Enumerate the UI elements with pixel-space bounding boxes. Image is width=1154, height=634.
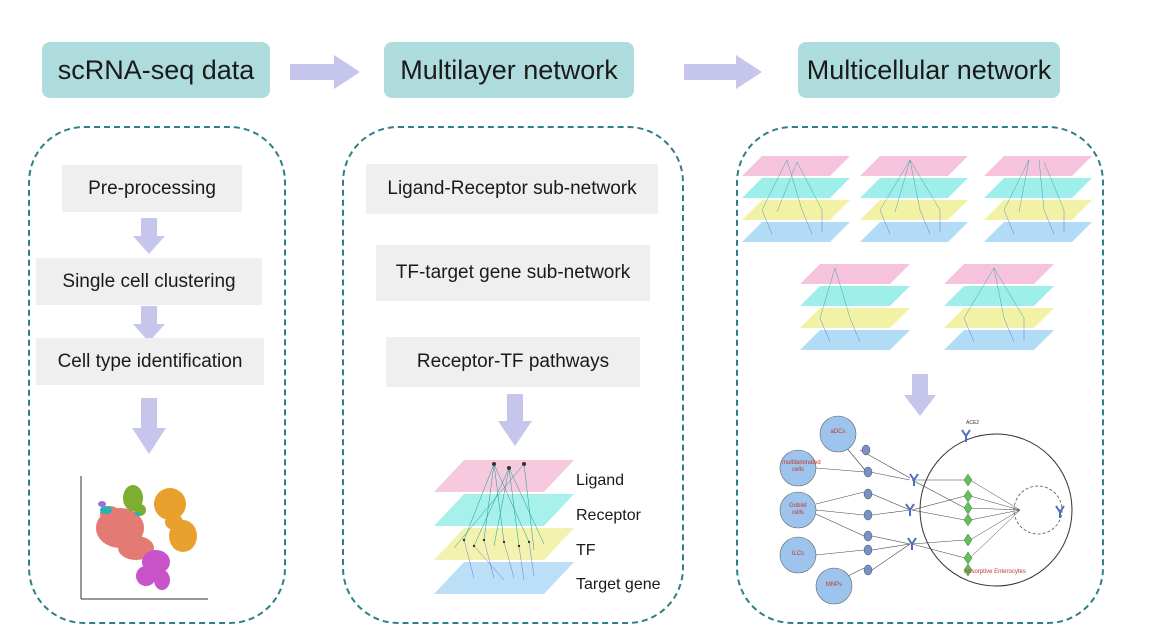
multicellular-network-diagram bbox=[779, 415, 1073, 605]
step-receptor-tf-pathways: Receptor-TF pathways bbox=[386, 337, 640, 387]
cell-label: Goblet cells bbox=[789, 503, 807, 516]
cell-node bbox=[815, 567, 853, 605]
step-ligand-receptor-subnetwork: Ligand-Receptor sub-network bbox=[366, 164, 658, 214]
header-multicellular-network: Multicellular network bbox=[798, 42, 1060, 98]
panel-multicellular-network bbox=[736, 126, 1104, 624]
cell-label: multilaminated cells bbox=[782, 460, 821, 473]
target-cell-label: Absorptive Enterocytes bbox=[964, 569, 1026, 575]
header-label: Multilayer network bbox=[400, 54, 618, 85]
down-arrow-icon bbox=[132, 398, 166, 454]
step-label: Pre-processing bbox=[88, 177, 216, 199]
header-scrna-seq-data: scRNA-seq data bbox=[42, 42, 270, 98]
multilayer-thumbnail bbox=[800, 264, 910, 350]
step-label: Single cell clustering bbox=[62, 270, 236, 292]
cell-node bbox=[779, 449, 817, 487]
multilayer-thumbnail bbox=[860, 156, 968, 242]
layer-label-tf: TF bbox=[576, 542, 596, 559]
down-arrow-icon bbox=[133, 218, 165, 254]
step-pre-processing: Pre-processing bbox=[62, 165, 242, 212]
right-arrow-icon bbox=[290, 55, 360, 89]
step-label: Receptor-TF pathways bbox=[416, 351, 610, 372]
tsne-cluster-plot bbox=[80, 476, 208, 600]
header-multilayer-network: Multilayer network bbox=[384, 42, 634, 98]
cell-label: aDCs bbox=[830, 429, 846, 435]
down-arrow-icon bbox=[498, 394, 532, 446]
multilayer-thumbnail bbox=[742, 156, 850, 242]
cell-node bbox=[819, 415, 857, 453]
step-single-cell-clustering: Single cell clustering bbox=[36, 258, 262, 305]
layer-label-receptor: Receptor bbox=[576, 507, 641, 524]
panel-scrna-seq bbox=[28, 126, 286, 624]
header-label: scRNA-seq data bbox=[57, 54, 255, 85]
step-label: TF-target gene sub-network bbox=[395, 262, 631, 283]
step-label: Ligand-Receptor sub-network bbox=[387, 178, 637, 199]
multilayer-thumbnail bbox=[944, 264, 1054, 350]
receptor-label: ACE2 bbox=[966, 420, 980, 426]
multilayer-thumbnail bbox=[984, 156, 1092, 242]
step-label: Cell type identification bbox=[57, 350, 243, 372]
layer-label-ligand: Ligand bbox=[576, 472, 625, 489]
right-arrow-icon bbox=[684, 55, 762, 89]
panel-multilayer-network bbox=[342, 126, 684, 624]
layer-label-target-gene: Target gene bbox=[576, 576, 661, 593]
multilayer-network-figure bbox=[434, 460, 574, 594]
cell-node bbox=[779, 491, 817, 529]
cell-label: MNPs bbox=[825, 582, 843, 588]
step-cell-type-identification: Cell type identification bbox=[36, 338, 264, 385]
cell-label: ILCs bbox=[791, 551, 805, 557]
header-label: Multicellular network bbox=[806, 54, 1052, 85]
cell-node bbox=[779, 536, 817, 574]
step-tf-target-gene-subnetwork: TF-target gene sub-network bbox=[376, 245, 650, 301]
down-arrow-icon bbox=[133, 306, 165, 342]
down-arrow-icon bbox=[904, 374, 936, 416]
